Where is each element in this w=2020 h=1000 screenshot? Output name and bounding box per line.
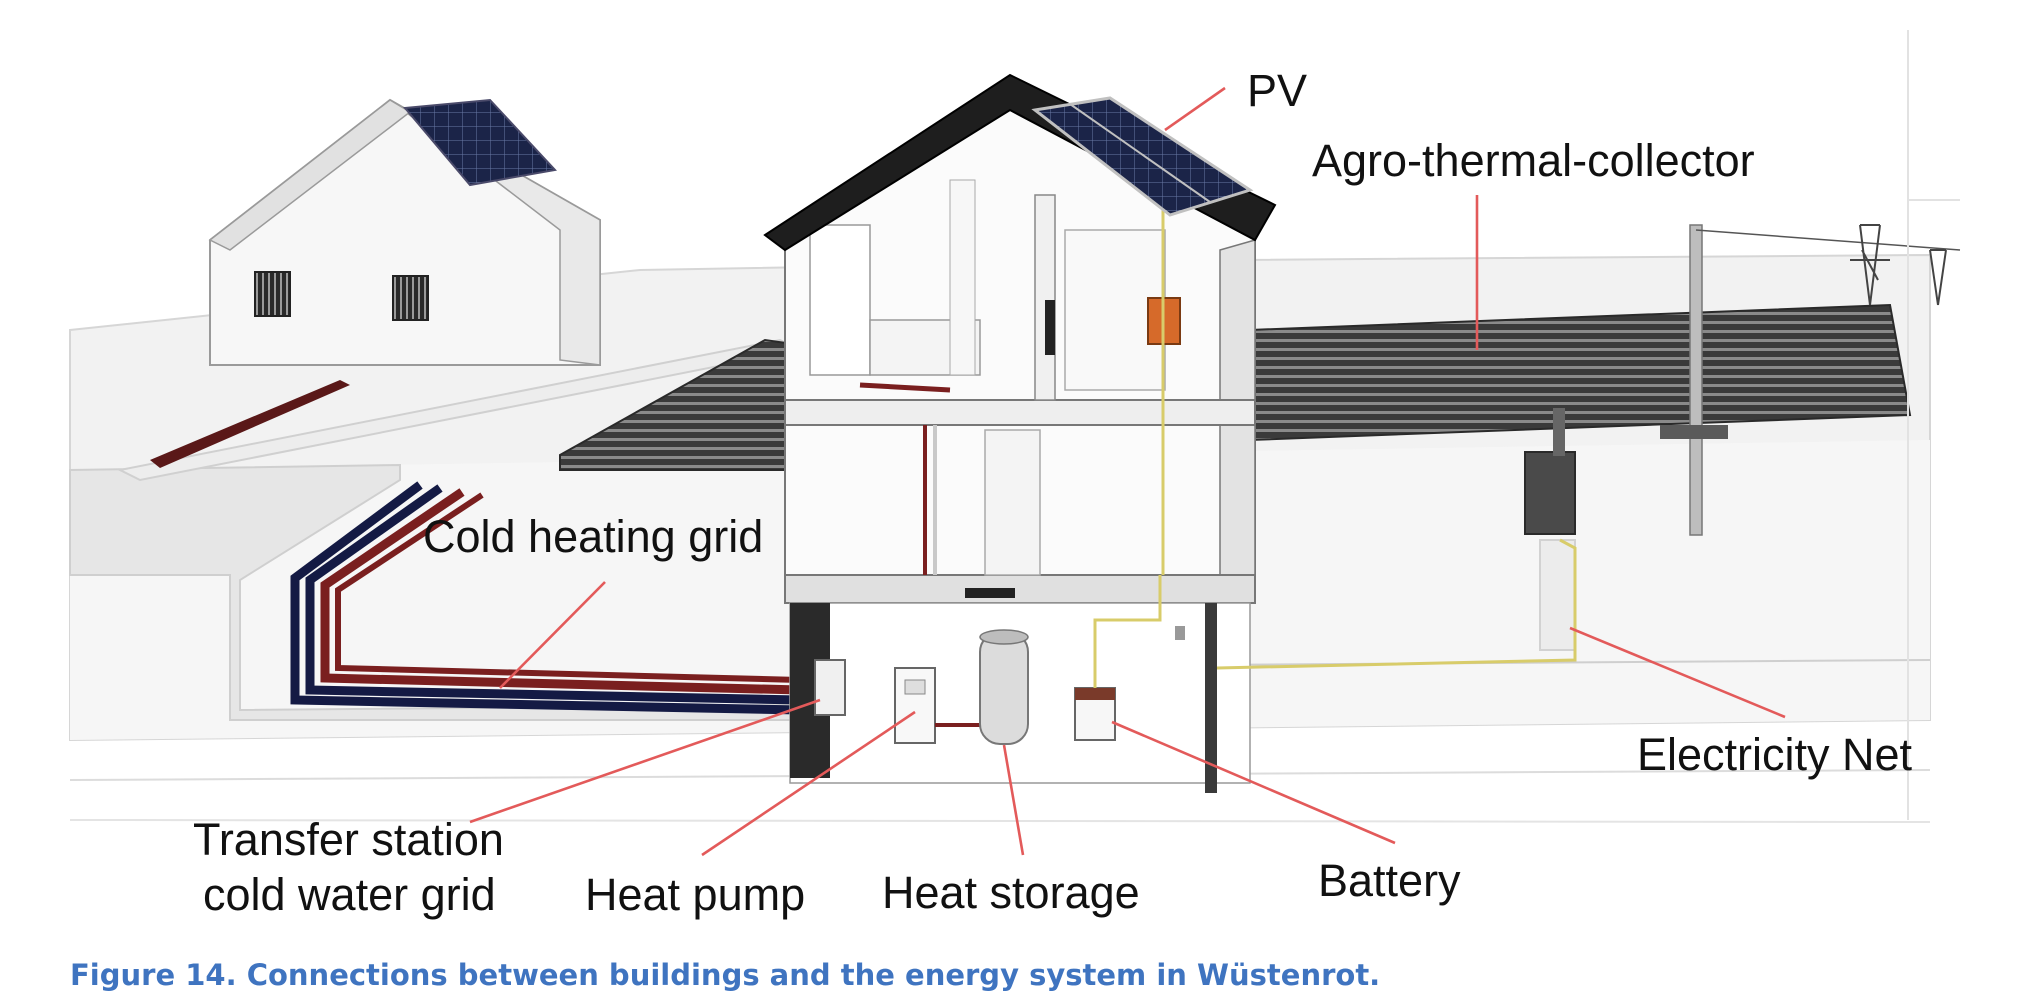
pv-leader-line (1165, 88, 1225, 130)
heat-storage-tank-icon (980, 632, 1028, 744)
transfer-station-icon (815, 660, 845, 715)
label-heat-pump: Heat pump (585, 869, 805, 920)
figure-caption: Figure 14. Connections between buildings… (70, 958, 1380, 992)
label-agro-thermal-collector: Agro-thermal-collector (1312, 135, 1755, 186)
window-icon (393, 276, 428, 320)
basement (790, 575, 1250, 793)
window-icon (255, 272, 290, 316)
transmission-tower-icon (1930, 250, 1946, 305)
label-cold-heating-grid: Cold heating grid (423, 511, 763, 562)
label-pv: PV (1247, 65, 1307, 116)
label-battery: Battery (1318, 855, 1461, 906)
transformer-icon (1525, 452, 1575, 534)
label-electricity-net: Electricity Net (1637, 729, 1913, 780)
neighbour-house (210, 100, 600, 365)
heat-pump-icon (895, 668, 935, 743)
label-transfer-station-line2: cold water grid (203, 869, 496, 920)
main-house (765, 75, 1275, 603)
label-transfer-station-line1: Transfer station (193, 814, 504, 865)
label-heat-storage: Heat storage (882, 867, 1140, 918)
utility-pole (1690, 225, 1702, 535)
